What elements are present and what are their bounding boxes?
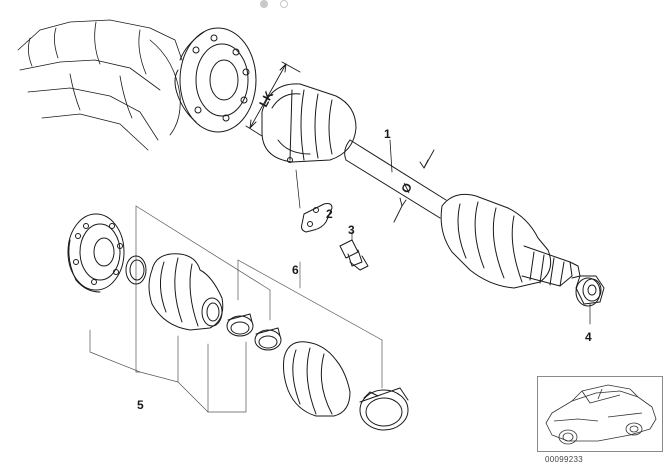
lk-label: LK — [256, 88, 276, 109]
diagram-id: 00099233 — [545, 455, 583, 464]
callout-4: 4 — [585, 330, 592, 344]
diameter-label: Ø — [398, 181, 415, 196]
callout-1: 1 — [384, 127, 391, 141]
differential-housing — [17, 19, 183, 151]
lk-dimension — [245, 61, 301, 137]
cv-flange — [67, 213, 125, 293]
page-indicator[interactable] — [258, 0, 294, 10]
drive-shaft-assembly — [261, 83, 581, 289]
callout-5: 5 — [137, 398, 144, 412]
housing-output-flange — [174, 27, 257, 133]
collar-nut — [575, 275, 605, 325]
snap-ring — [125, 255, 147, 285]
vehicle-thumbnail[interactable] — [537, 376, 663, 452]
callout-2: 2 — [326, 207, 333, 221]
car-silhouette-icon — [545, 384, 657, 445]
leader-1 — [389, 139, 393, 173]
page-dot-2[interactable] — [280, 0, 288, 8]
group-brackets — [89, 205, 383, 413]
callout-6: 6 — [292, 263, 299, 277]
hex-bolt — [339, 231, 369, 271]
boot-clamp-small-b — [254, 327, 282, 351]
boot-clamp-large — [359, 387, 409, 431]
callout-3: 3 — [348, 223, 355, 237]
diameter-dimension — [393, 149, 435, 223]
inner-boot — [148, 253, 224, 331]
outer-boot — [283, 341, 351, 417]
page-dot-1[interactable] — [260, 0, 268, 8]
lock-plate — [295, 169, 333, 233]
boot-clamp-small-a — [226, 313, 254, 337]
